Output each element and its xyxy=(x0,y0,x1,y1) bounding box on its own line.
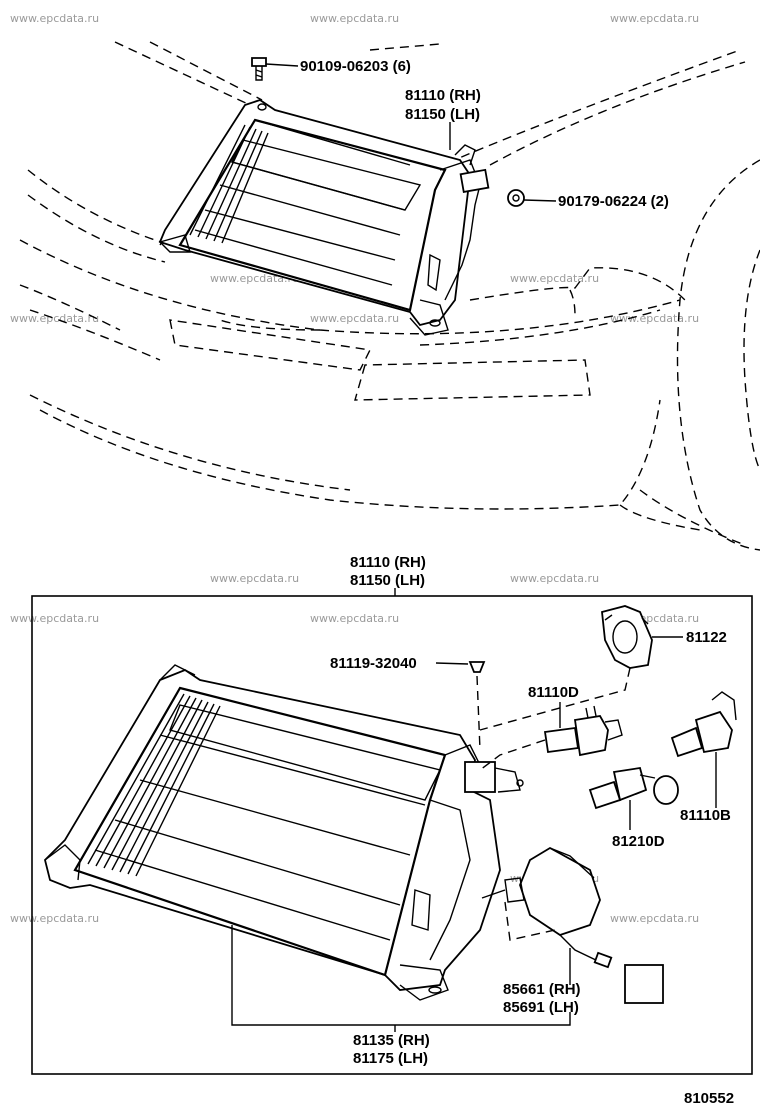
diagram-id: 810552 xyxy=(684,1090,734,1107)
leveler-rh-label[interactable]: 85661 (RH) xyxy=(503,981,581,998)
watermark: www.epcdata.ru xyxy=(210,572,299,585)
bulb-d-label[interactable]: 81210D xyxy=(612,833,665,850)
leveler-lh-label[interactable]: 85691 (LH) xyxy=(503,999,579,1016)
watermark: www.epcdata.ru xyxy=(510,572,599,585)
watermark: www.epcdata.ru xyxy=(610,312,699,325)
watermark: www.epcdata.ru xyxy=(310,312,399,325)
detail-title-lh: 81150 (LH) xyxy=(350,572,425,589)
leveler-actuator-icon[interactable] xyxy=(481,846,664,1004)
watermark: www.epcdata.ru xyxy=(310,612,399,625)
watermark: www.epcdata.ru xyxy=(10,912,99,925)
nut-part-label[interactable]: 90179-06224 (2) xyxy=(558,193,669,210)
watermark: www.epcdata.ru xyxy=(610,12,699,25)
bulb-hi-icon[interactable] xyxy=(543,705,623,757)
detail-frame xyxy=(31,595,753,1075)
bolt-part-label[interactable]: 90109-06203 (6) xyxy=(300,58,411,75)
leader-line xyxy=(231,925,571,1026)
bulb-cover-icon[interactable] xyxy=(601,605,653,669)
assembly-dashline xyxy=(479,667,631,731)
leader-line xyxy=(265,63,299,67)
bulb-hi-label[interactable]: 81110D xyxy=(528,684,579,701)
headlamp-top[interactable] xyxy=(158,99,490,336)
bulb-b-icon[interactable] xyxy=(670,691,737,758)
cover-part-label[interactable]: 81122 xyxy=(686,629,727,646)
lens-rh-label[interactable]: 81135 (RH) xyxy=(353,1032,430,1049)
assembly-dashline xyxy=(476,675,481,751)
watermark: www.epcdata.ru xyxy=(610,912,699,925)
clip-part-label[interactable]: 81119-32040 xyxy=(330,655,417,672)
leader-line xyxy=(523,199,557,202)
bulb-b-label[interactable]: 81110B xyxy=(680,807,731,824)
bolt-icon[interactable] xyxy=(251,57,267,81)
lens-lh-label[interactable]: 81175 (LH) xyxy=(353,1050,428,1067)
watermark: www.epcdata.ru xyxy=(510,272,599,285)
watermark: www.epcdata.ru xyxy=(10,312,99,325)
assembly-dashline xyxy=(479,739,546,771)
watermark: www.epcdata.ru xyxy=(310,12,399,25)
headlamp-rh-label[interactable]: 81110 (RH) xyxy=(405,87,481,104)
leader-line xyxy=(435,662,469,665)
nut-icon[interactable] xyxy=(507,189,525,207)
headlamp-detail[interactable] xyxy=(44,664,524,1001)
detail-title-rh: 81110 (RH) xyxy=(350,554,426,571)
clip-icon[interactable] xyxy=(468,661,486,673)
watermark: www.epcdata.ru xyxy=(10,612,99,625)
headlamp-lh-label[interactable]: 81150 (LH) xyxy=(405,106,480,123)
assembly-dashline xyxy=(504,901,556,941)
car-front-outline xyxy=(19,41,760,551)
watermark: www.epcdata.ru xyxy=(10,12,99,25)
bulb-d-icon[interactable] xyxy=(588,766,679,810)
